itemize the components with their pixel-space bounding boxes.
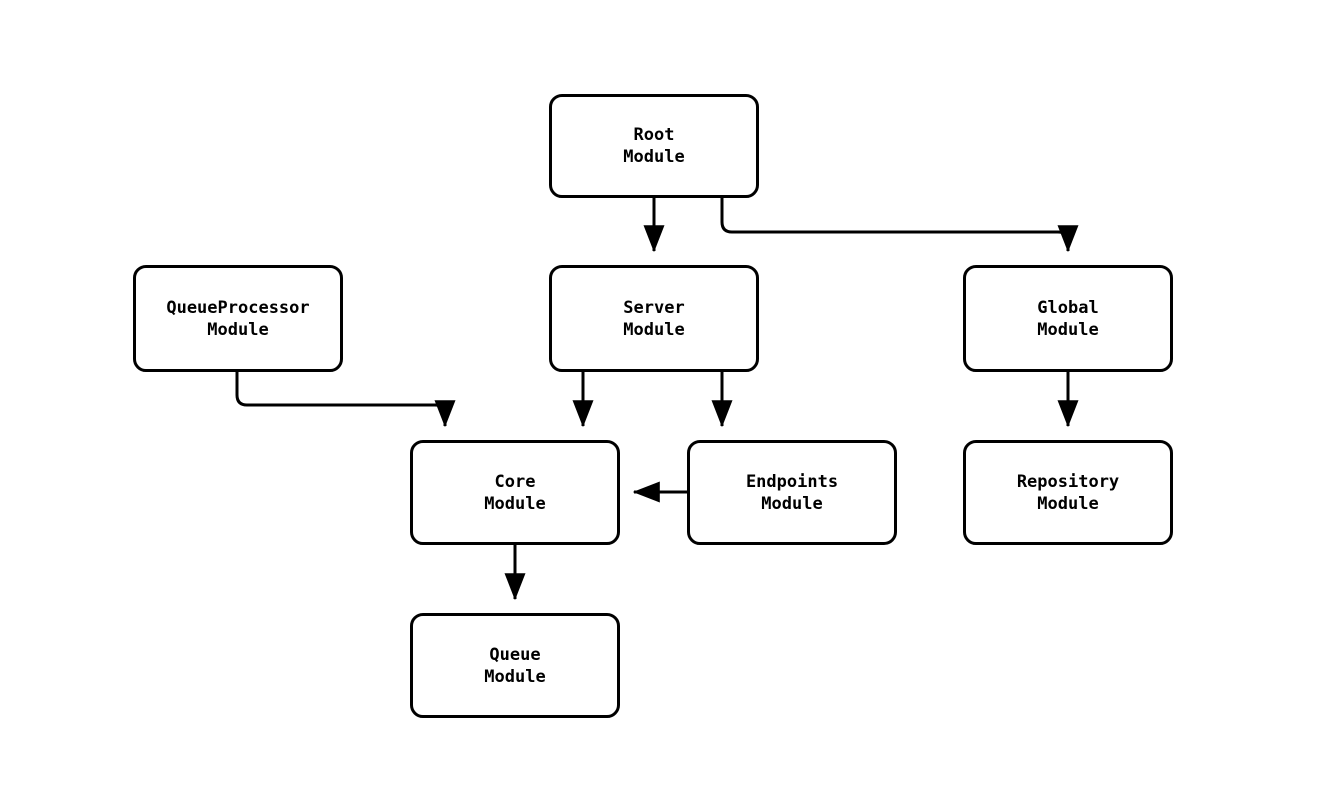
node-label-line2: Module — [484, 493, 546, 514]
node-endpoints-module[interactable]: Endpoints Module — [687, 440, 897, 545]
node-core-module[interactable]: Core Module — [410, 440, 620, 545]
node-repository-module[interactable]: Repository Module — [963, 440, 1173, 545]
node-label-line2: Module — [1037, 493, 1099, 514]
edge-queueprocessor-to-core — [235, 372, 456, 428]
node-server-module[interactable]: Server Module — [549, 265, 759, 372]
node-label-line2: Module — [623, 147, 685, 167]
node-label-line1: Core — [494, 471, 536, 492]
node-label-line1: Global — [1037, 297, 1099, 318]
node-label-line1: Queue — [489, 644, 541, 665]
node-queue-module[interactable]: Queue Module — [410, 613, 620, 718]
node-queueprocessor-module[interactable]: QueueProcessor Module — [133, 265, 343, 372]
node-label-line2: Module — [207, 319, 269, 340]
node-label-line1: QueueProcessor — [166, 297, 310, 318]
node-global-module[interactable]: Global Module — [963, 265, 1173, 372]
node-label-line2: Module — [623, 319, 685, 340]
node-label-line2: Module — [761, 493, 823, 514]
edge-root-to-global — [720, 198, 1079, 253]
node-label-line1: Root — [633, 125, 675, 145]
node-label-line2: Module — [1037, 319, 1099, 340]
node-root-module[interactable]: Root Module — [549, 94, 759, 198]
node-label-line1: Endpoints — [745, 471, 839, 492]
node-label-line2: Module — [484, 666, 546, 687]
node-label-line1: Server — [623, 297, 685, 318]
node-label-line1: Repository — [1016, 471, 1120, 492]
